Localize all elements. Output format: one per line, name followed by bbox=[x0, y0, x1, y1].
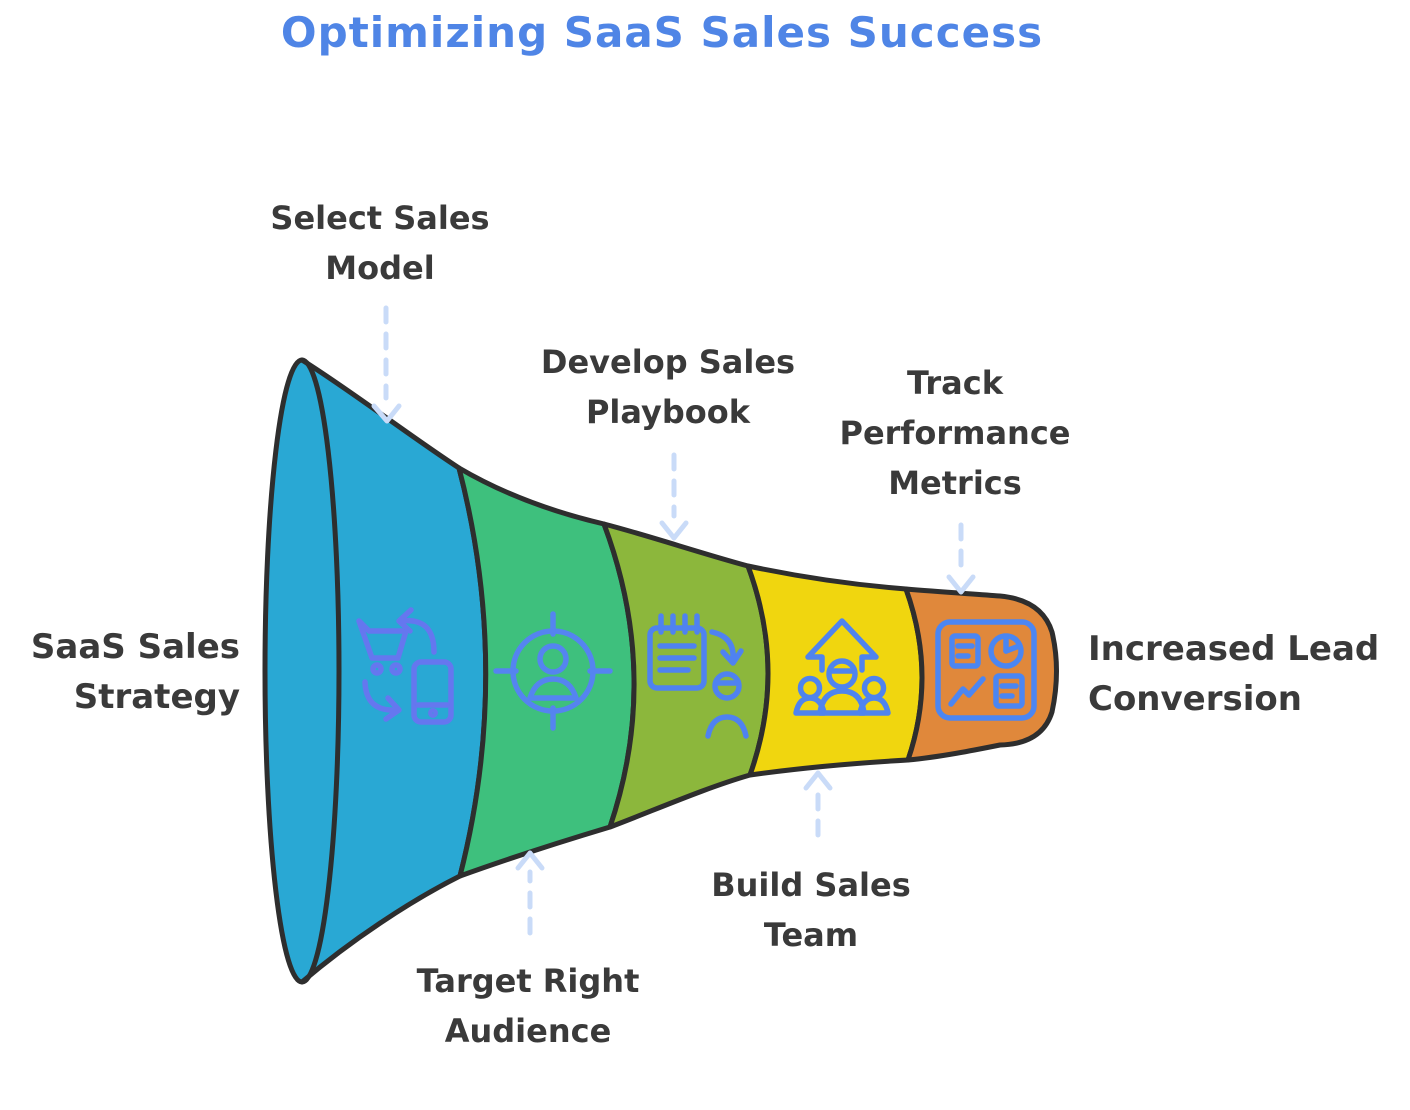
target-person-icon bbox=[493, 611, 613, 731]
funnel-stage-develop-sales-playbook bbox=[601, 521, 771, 830]
stage-label-select-sales-model: Select Sales Model bbox=[270, 199, 490, 287]
funnel-mouth-ellipse-edge bbox=[299, 357, 342, 985]
arrow-up-target-right-audience bbox=[515, 850, 545, 936]
funnel-end-label: Increased Lead Conversion bbox=[1088, 629, 1380, 719]
connector-arrows bbox=[371, 305, 976, 936]
page-title: Optimizing SaaS Sales Success bbox=[280, 8, 1044, 57]
playbook-handoff-icon bbox=[647, 613, 749, 739]
stage-label-develop-sales-playbook: Develop Sales Playbook bbox=[540, 343, 796, 431]
metrics-dashboard-icon bbox=[935, 619, 1037, 721]
stage-label-target-right-audience: Target Right Audience bbox=[416, 962, 640, 1050]
arrow-down-select-sales-model bbox=[371, 305, 402, 424]
arrow-down-track-performance-metrics bbox=[946, 522, 976, 595]
stage-label-track-performance-metrics: Track Performance Metrics bbox=[839, 364, 1071, 502]
team-growth-icon bbox=[793, 618, 891, 716]
arrow-up-build-sales-team bbox=[803, 770, 833, 838]
cart-sync-phone-icon bbox=[356, 607, 454, 725]
stage-label-build-sales-team: Build Sales Team bbox=[711, 866, 911, 954]
funnel-start-label: SaaS Sales Strategy bbox=[30, 627, 240, 717]
arrow-down-develop-sales-playbook bbox=[659, 452, 689, 541]
